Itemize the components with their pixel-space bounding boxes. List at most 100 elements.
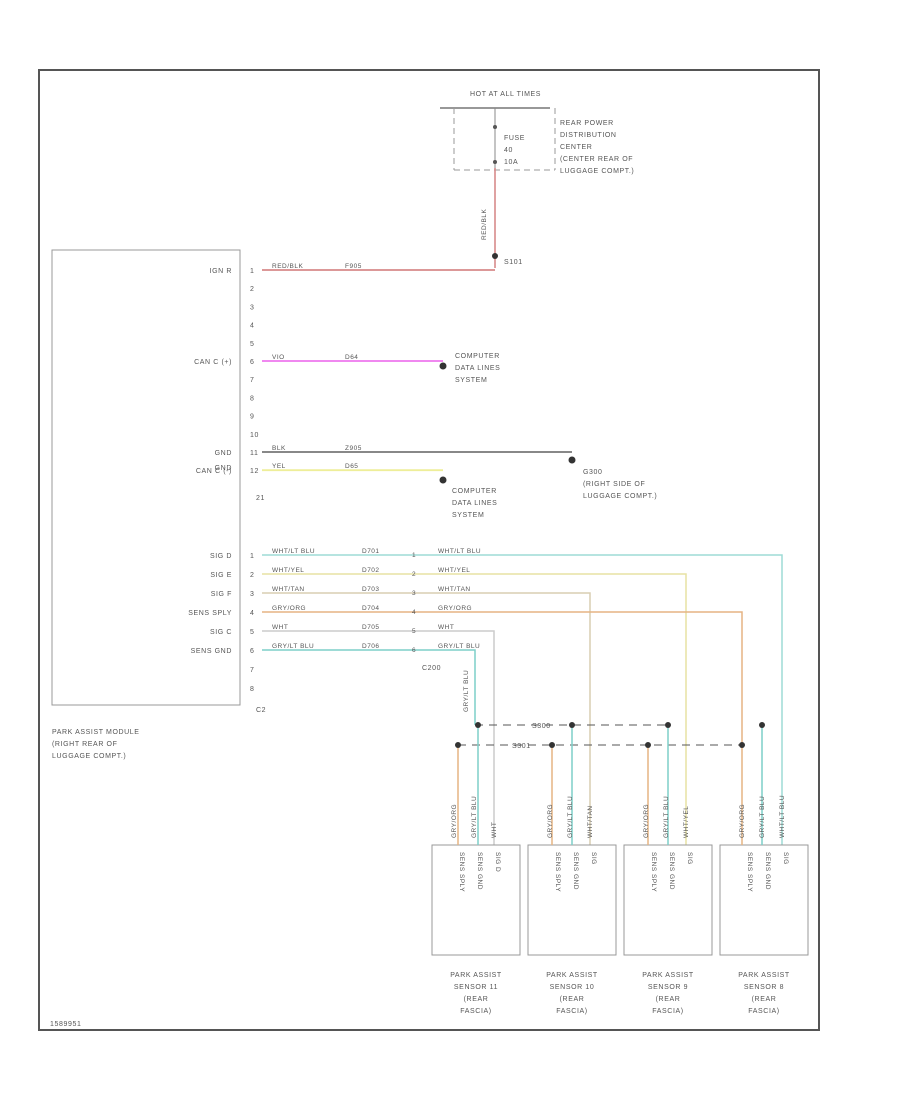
computer-data-1-line-1: COMPUTER [455,353,500,360]
c2-pin-6-wire [262,649,476,725]
ground-location-2: LUGGAGE COMPT.) [583,493,657,500]
splice-upper-label: S300 [532,723,551,730]
sensor-2-name-1: PARK ASSIST [546,972,598,979]
c2-pin-5-wire-color: WHT [272,624,288,631]
splice-s101-label: S101 [504,259,523,266]
c2-pin-2-circuit: D702 [362,567,380,574]
figure-id: 1589951 [50,1021,81,1028]
sensor-4-pin-3-label: SIG [782,852,789,865]
far-connector-label: C200 [422,665,441,672]
sensor-3-name-2: SENSOR 9 [648,984,688,991]
fuse-terminal-bottom [493,160,497,164]
c2-pin-6-far-pin: 6 [412,647,416,654]
center-name-3: CENTER [560,144,592,151]
sensor-4-pin-2-label: SENS GND [764,852,771,890]
c1-pin-1-function: IGN R [210,268,232,275]
c2-pin-7-number: 7 [250,667,255,674]
c1-pin-6-function: CAN C (+) [194,359,232,366]
c2-pin-1-wire [262,554,783,845]
c1-pin-1-wire-color: RED/BLK [272,263,303,270]
sensor-1-pin-2-label: SENS GND [476,852,483,890]
sensor-1-pin-1-label: SENS SPLY [458,852,465,892]
computer-data-1-dot [439,362,447,370]
c1-pin-12-wire-color: YEL [272,463,286,470]
computer-data-1-line-3: SYSTEM [455,377,487,384]
module-location-2: LUGGAGE COMPT.) [52,753,126,760]
module-location-1: (RIGHT REAR OF [52,741,117,748]
sensor-2-wire-2-color: GRY/LT BLU [567,796,574,838]
c1-pin-12-function: CAN C (-) [196,468,232,475]
c2-pin-6-far-color: GRY/LT BLU [438,643,480,650]
diagram-border [38,69,820,1031]
sensor-2-supply-splice [549,742,555,748]
c1-pin-11-number: 11 [250,450,258,457]
c2-pin-2-far-pin: 2 [412,571,416,578]
c2-pin-3-circuit: D703 [362,586,380,593]
c1-pin-6-circuit: D64 [345,354,358,361]
c1-pin-10-number: 10 [250,432,259,439]
sensor-4-pin-1-label: SENS SPLY [746,852,753,892]
sensor-3-name-1: PARK ASSIST [642,972,694,979]
fuse-terminal-top [493,125,497,129]
sensor-1-name-3: (REAR [464,996,489,1003]
c2-pin-1-far-pin: 1 [412,552,416,559]
c2-pin-2-wire-color: WHT/YEL [272,567,304,574]
center-name-2: DISTRIBUTION [560,132,617,139]
connector-c1-label: 21 [256,495,265,502]
sensor-1-supply-splice [455,742,461,748]
park-assist-module: PARK ASSIST MODULE (RIGHT REAR OF LUGGAG… [51,249,266,760]
sensor-3-ground-splice [665,722,671,728]
c2-pin-6-circuit: D706 [362,643,380,650]
c2-pin-5-far-color: WHT [438,624,454,631]
c2-pin-1-number: 1 [250,553,255,560]
c1-pin-11-wire-color: BLK [272,445,286,452]
stub-wire-color: GRY/LT BLU [463,670,470,712]
sensor-2-pin-1-label: SENS SPLY [554,852,561,892]
sensor-4-name-2: SENSOR 8 [744,984,784,991]
c2-pin-4-far-pin: 4 [412,609,416,616]
c2-pin-1-function: SIG D [210,553,232,560]
c1-pin-4-number: 4 [250,323,255,330]
c2-pin-5-number: 5 [250,629,255,636]
sensor-4-ground-splice [759,722,765,728]
sensor-1-name-1: PARK ASSIST [450,972,502,979]
c2-pin-3-far-pin: 3 [412,590,416,597]
c2-pin-2-wire [262,573,687,845]
sensor-4-wire-2-color: GRY/LT BLU [759,796,766,838]
c2-pin-5-wire [262,630,495,845]
center-name-1: REAR POWER [560,120,614,127]
sensor-2-wire-1-color: GRY/ORG [547,804,554,838]
sensor-2-name-2: SENSOR 10 [550,984,595,991]
computer-data-2-line-1: COMPUTER [452,488,497,495]
c1-pin-3-number: 3 [250,304,255,311]
c1-pin-7-number: 7 [250,377,255,384]
c1-pin-9-number: 9 [250,414,255,421]
sensor-3-name-3: (REAR [656,996,681,1003]
sensor-1-wire-2-color: GRY/LT BLU [471,796,478,838]
c2-pin-1-circuit: D701 [362,548,380,555]
c2-pin-6-function: SENS GND [191,648,232,655]
c1-pin-6-number: 6 [250,359,255,366]
c2-pin-5-far-pin: 5 [412,628,416,635]
sensor-4-name-3: (REAR [752,996,777,1003]
sensor-3-pin-3-label: SIG [686,852,693,865]
sensor-3-name-4: FASCIA) [652,1008,683,1015]
computer-data-2-line-3: SYSTEM [452,512,484,519]
module-name: PARK ASSIST MODULE [52,729,140,736]
sensor-2-name-3: (REAR [560,996,585,1003]
fuse-label: FUSE [504,135,525,142]
c1-pin-5-number: 5 [250,341,255,348]
c1-pin-11-function: GND [215,450,232,457]
computer-data-1-line-2: DATA LINES [455,365,500,372]
c1-pin-8-number: 8 [250,395,255,402]
c2-pin-6-wire-color: GRY/LT BLU [272,643,314,650]
sensor-3-wire-3-color: WHT/YEL [683,806,690,838]
ground-label: G300 [583,469,603,476]
sensor-4-name-4: FASCIA) [748,1008,779,1015]
c2-pin-4-function: SENS SPLY [188,610,232,617]
c2-pin-2-function: SIG E [210,572,232,579]
